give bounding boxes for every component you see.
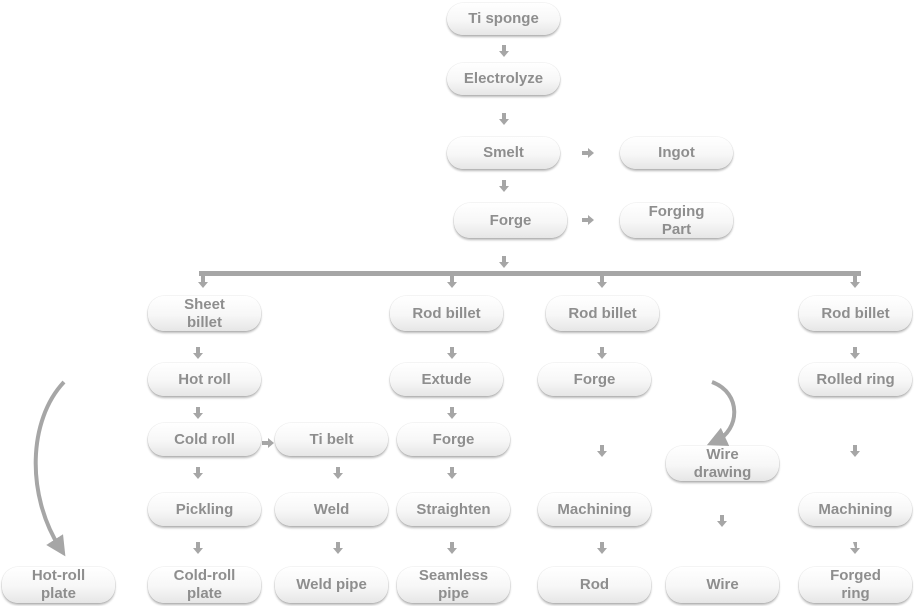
node-hot-roll: Hot roll	[148, 363, 261, 396]
node-ingot: Ingot	[620, 137, 733, 169]
node-cold-roll-plate: Cold-roll plate	[148, 567, 261, 603]
arrow-down	[850, 542, 860, 554]
arrow-down	[447, 347, 457, 359]
arrow-right	[582, 148, 594, 158]
arrow-down	[499, 45, 509, 57]
node-forged-ring: Forged ring	[799, 567, 912, 603]
node-wire-drawing: Wire drawing	[666, 446, 779, 481]
node-weld-pipe: Weld pipe	[275, 567, 388, 603]
arrow-down	[850, 276, 860, 288]
arrow-down	[597, 445, 607, 457]
arrow-down	[499, 180, 509, 192]
node-electrolyze: Electrolyze	[447, 63, 560, 95]
node-rod-billet-1: Rod billet	[390, 296, 503, 331]
node-weld: Weld	[275, 493, 388, 526]
arrow-down	[193, 407, 203, 419]
small-arrows	[193, 45, 860, 554]
arrow-down	[447, 276, 457, 288]
arrow-down	[193, 542, 203, 554]
curved-arrow-hot-roll-plate	[33, 380, 66, 557]
node-wire: Wire	[666, 567, 779, 603]
arrow-down	[499, 256, 509, 268]
node-rod: Rod	[538, 567, 651, 603]
arrow-right	[582, 215, 594, 225]
arrow-down	[499, 113, 509, 125]
arrow-down	[198, 276, 208, 288]
node-extude: Extude	[390, 363, 503, 396]
arrow-down	[597, 542, 607, 554]
node-hot-roll-plate: Hot-roll plate	[2, 567, 115, 603]
node-ti-belt: Ti belt	[275, 423, 388, 456]
node-smelt: Smelt	[447, 137, 560, 169]
arrow-down	[447, 542, 457, 554]
node-machining-2: Machining	[799, 493, 912, 526]
arrow-down	[850, 445, 860, 457]
arrow-down	[193, 467, 203, 479]
node-sheet-billet: Sheet billet	[148, 296, 261, 331]
node-seamless-pipe: Seamless pipe	[397, 567, 510, 603]
branch-bar	[199, 271, 861, 276]
node-forge-col2: Forge	[397, 423, 510, 456]
arrow-down	[447, 407, 457, 419]
arrow-down	[717, 515, 727, 527]
curved-arrow-wire-drawing	[706, 380, 737, 446]
node-pickling: Pickling	[148, 493, 261, 526]
node-rolled-ring: Rolled ring	[799, 363, 912, 396]
node-cold-roll: Cold roll	[148, 423, 261, 456]
arrow-down	[597, 276, 607, 288]
node-straighten: Straighten	[397, 493, 510, 526]
arrow-down	[447, 467, 457, 479]
node-forging-part: Forging Part	[620, 203, 733, 238]
arrow-down	[597, 347, 607, 359]
arrow-down	[193, 347, 203, 359]
arrow-down	[333, 542, 343, 554]
node-rod-billet-2: Rod billet	[546, 296, 659, 331]
arrow-down	[333, 467, 343, 479]
node-machining-1: Machining	[538, 493, 651, 526]
node-ti-sponge: Ti sponge	[447, 3, 560, 35]
node-forge-col3: Forge	[538, 363, 651, 396]
node-forge-main: Forge	[454, 203, 567, 238]
arrow-down	[850, 347, 860, 359]
node-rod-billet-3: Rod billet	[799, 296, 912, 331]
arrow-right	[262, 438, 274, 448]
